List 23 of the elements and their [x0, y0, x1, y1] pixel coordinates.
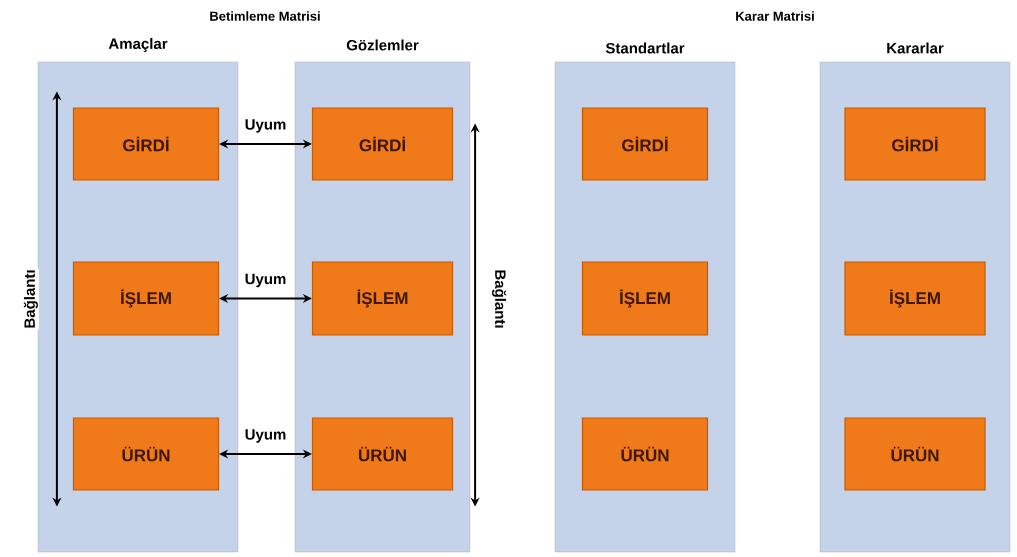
column-heading: Amaçlar: [108, 38, 168, 52]
process-box: İŞLEM: [844, 261, 986, 336]
process-box: ÜRÜN: [581, 417, 709, 491]
process-box: İŞLEM: [581, 261, 709, 336]
process-box: ÜRÜN: [72, 417, 220, 491]
process-box: GİRDİ: [72, 107, 220, 181]
process-box: İŞLEM: [311, 261, 454, 336]
process-box: İŞLEM: [72, 261, 220, 336]
edge-label: Bağlantı: [22, 268, 39, 330]
matrix-title: Karar Matrisi: [736, 11, 814, 21]
process-box: ÜRÜN: [844, 417, 986, 491]
column-heading: Kararlar: [887, 42, 944, 54]
matrix-title: Betimleme Matrisi: [210, 11, 320, 21]
edge-label: Uyum: [243, 428, 288, 444]
process-box: GİRDİ: [311, 107, 454, 181]
process-box: ÜRÜN: [311, 417, 454, 491]
process-box: GİRDİ: [581, 107, 709, 181]
process-box: GİRDİ: [844, 107, 986, 181]
edge-label: Bağlantı: [491, 268, 508, 330]
edge-label: Uyum: [243, 118, 288, 134]
column-heading: Gözlemler: [346, 39, 419, 51]
edge-label: Uyum: [243, 272, 288, 289]
column-heading: Standartlar: [605, 42, 685, 54]
